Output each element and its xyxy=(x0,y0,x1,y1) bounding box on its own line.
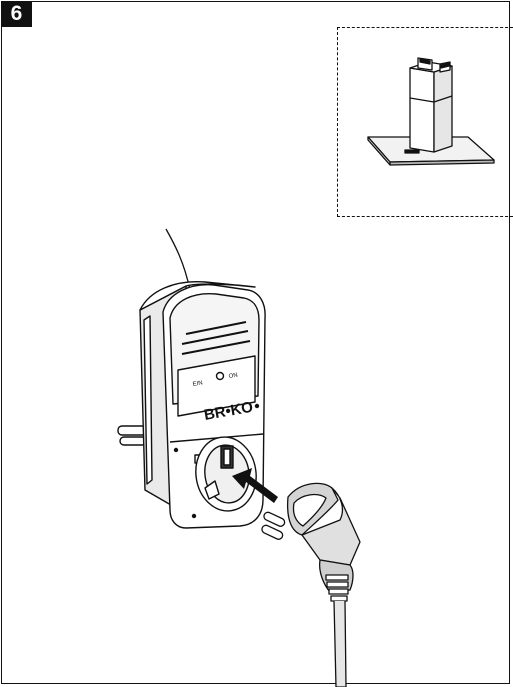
status-led-icon xyxy=(215,371,225,381)
plug-adapter xyxy=(117,281,266,529)
switch-label-on: ON xyxy=(228,372,238,379)
step-number-badge: 6 xyxy=(1,1,32,27)
socket-outlet xyxy=(195,436,257,512)
vent-grooves xyxy=(181,321,251,355)
insert-arrow-icon xyxy=(232,468,278,503)
range-hood-icon xyxy=(367,57,495,166)
appliance-cord xyxy=(333,600,347,687)
power-cable xyxy=(165,228,191,291)
appliance-plug xyxy=(261,482,361,687)
adapter-plug-prongs xyxy=(117,425,149,446)
strain-relief xyxy=(325,574,349,602)
switch-label-ein: EIN xyxy=(192,380,203,388)
range-hood-inset xyxy=(337,27,513,217)
